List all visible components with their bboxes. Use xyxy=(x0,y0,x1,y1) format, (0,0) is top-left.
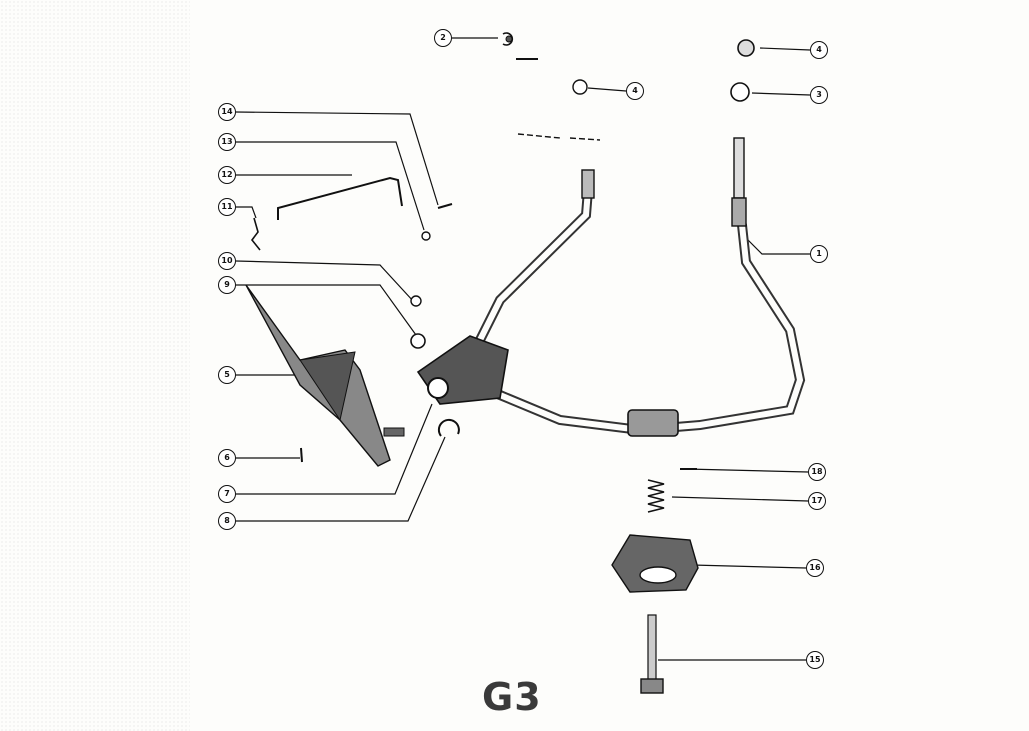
callout-6: 6 xyxy=(218,449,236,467)
callout-4-left: 4 xyxy=(626,82,644,100)
callout-16: 16 xyxy=(806,559,824,577)
part-14-pin xyxy=(437,203,453,209)
callout-10: 10 xyxy=(218,252,236,270)
part-15-bolt xyxy=(640,614,664,694)
leader-11 xyxy=(236,206,257,219)
leader-17 xyxy=(671,496,809,502)
part-9-washer xyxy=(410,333,426,349)
leader-1 xyxy=(739,231,810,255)
callout-8: 8 xyxy=(218,512,236,530)
callout-13: 13 xyxy=(218,133,236,151)
part-1-frame xyxy=(416,137,806,437)
leader-8 xyxy=(236,436,446,522)
leader-4a xyxy=(759,47,811,51)
callout-7: 7 xyxy=(218,485,236,503)
page-code: G3 xyxy=(482,675,542,719)
callout-4-top: 4 xyxy=(810,41,828,59)
part-6-pin xyxy=(300,447,303,463)
leader-14 xyxy=(235,111,439,206)
part-16-housing xyxy=(611,534,699,593)
callout-15: 15 xyxy=(806,651,824,669)
callout-5: 5 xyxy=(218,366,236,384)
leader-16 xyxy=(691,564,807,569)
callout-9: 9 xyxy=(218,276,236,294)
part-11-spring-clip xyxy=(250,217,261,251)
small-fragment xyxy=(517,133,601,141)
part-4-cap-top xyxy=(737,39,755,57)
part-10-washer xyxy=(410,295,422,307)
leader-7 xyxy=(236,403,433,495)
part-4-cap-left xyxy=(572,79,588,95)
callout-14: 14 xyxy=(218,103,236,121)
part-5-lever xyxy=(245,284,405,467)
part-17-spring xyxy=(647,479,665,513)
leader-3 xyxy=(751,92,811,96)
part-3-washer xyxy=(730,82,750,102)
callout-1: 1 xyxy=(810,245,828,263)
leader-10 xyxy=(235,260,415,303)
part-13-washer xyxy=(421,231,431,241)
leader-4b xyxy=(587,87,627,92)
part-2-nut xyxy=(502,32,538,60)
callout-17: 17 xyxy=(808,492,826,510)
callout-18: 18 xyxy=(808,463,826,481)
callout-12: 12 xyxy=(218,166,236,184)
callout-11: 11 xyxy=(218,198,236,216)
part-12-rod xyxy=(277,176,403,220)
callout-3: 3 xyxy=(810,86,828,104)
part-8-clip xyxy=(437,418,460,437)
leader-18 xyxy=(685,468,809,473)
leader-9 xyxy=(236,284,417,336)
leader-13 xyxy=(236,141,425,231)
callout-2: 2 xyxy=(434,29,452,47)
